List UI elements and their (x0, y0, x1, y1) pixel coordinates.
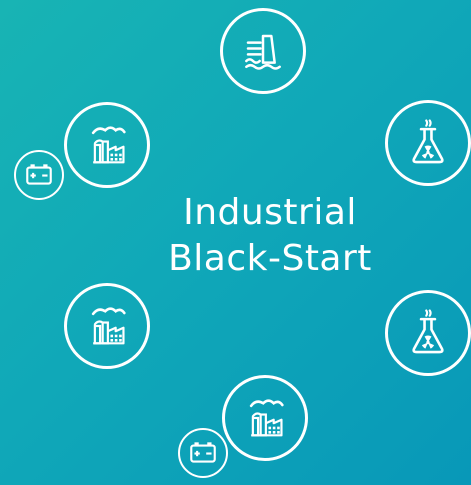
node-battery-left (14, 150, 64, 200)
nuclear-flask-icon (402, 117, 454, 169)
factory-icon (81, 300, 133, 352)
diagram-title: Industrial Black-Start (145, 190, 395, 282)
title-line-2: Black-Start (168, 238, 372, 279)
node-battery-bottom (178, 428, 228, 478)
node-factory-left-lower (64, 283, 150, 369)
battery-icon (23, 159, 55, 191)
node-factory-left-upper (64, 102, 150, 188)
hydro-dam-icon (238, 26, 288, 76)
node-factory-bottom (222, 375, 308, 461)
node-hydro-dam (220, 8, 306, 94)
node-nuclear-bottom (385, 290, 471, 376)
node-nuclear-top (385, 100, 471, 186)
factory-icon (239, 392, 291, 444)
factory-icon (81, 119, 133, 171)
nuclear-flask-icon (402, 307, 454, 359)
battery-icon (187, 437, 219, 469)
title-line-1: Industrial (183, 192, 357, 233)
